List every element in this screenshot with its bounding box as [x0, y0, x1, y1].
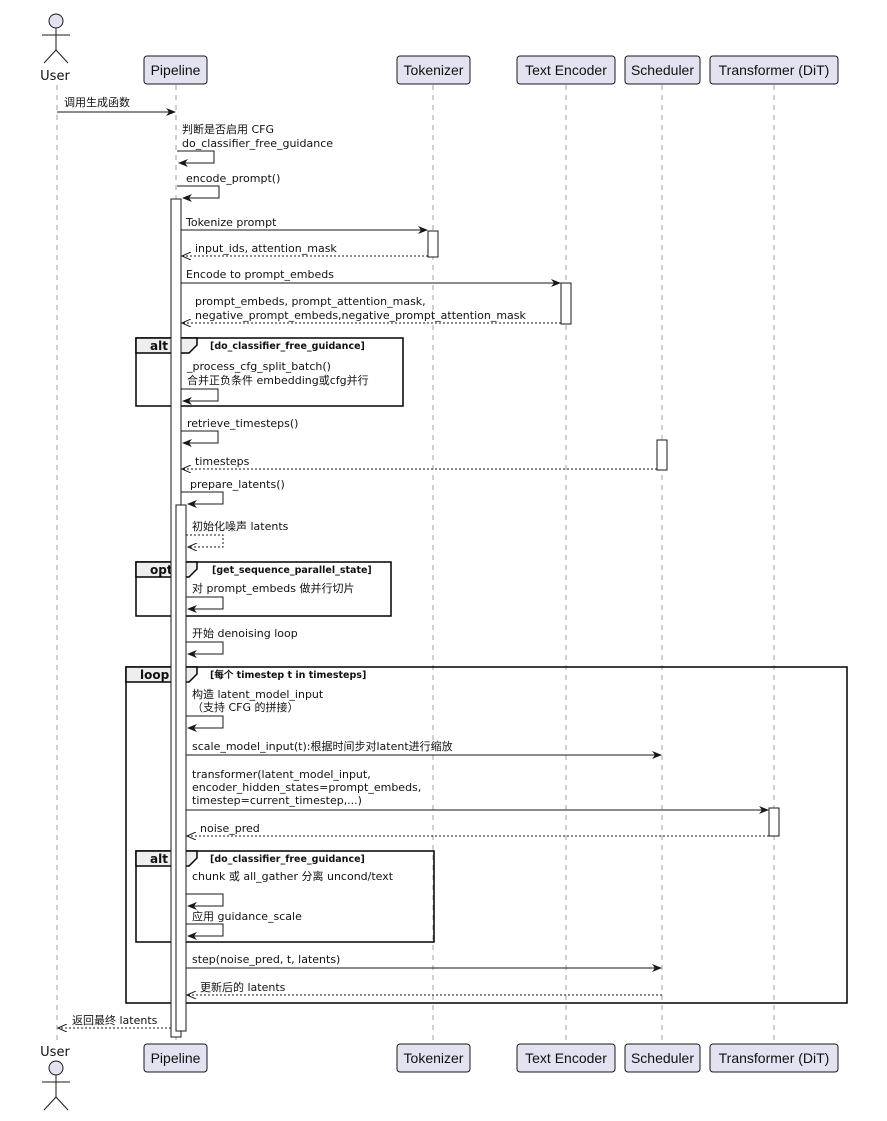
message-label: 开始 denoising loop	[192, 626, 298, 640]
activation-scheduler	[656, 439, 668, 471]
participant-transformer[interactable]: Transformer (DiT)	[709, 55, 839, 85]
participant-label: Transformer (DiT)	[719, 62, 830, 78]
message-label: 更新后的 latents	[200, 980, 286, 994]
message-label: 初始化噪声 latents	[192, 519, 289, 533]
message-label: 对 prompt_embeds 做并行切片	[192, 581, 354, 595]
message-arrow	[181, 430, 219, 447]
participant-pipeline[interactable]: Pipeline	[143, 1043, 208, 1073]
participant-label: Pipeline	[151, 62, 201, 78]
message-label: prepare_latents()	[190, 478, 285, 491]
message-label: 构造 latent_model_input	[192, 687, 324, 701]
participant-label: Tokenizer	[404, 62, 464, 78]
fragment-alt-encode: alt [do_classifier_free_guidance]	[135, 337, 404, 407]
fragment-tag: alt	[150, 339, 168, 353]
message-arrow	[181, 388, 219, 405]
message-arrow	[186, 715, 224, 732]
message-label: 调用生成函数	[64, 95, 130, 109]
message-label: timestep=current_timestep,...)	[192, 794, 362, 807]
message-label: 判断是否启用 CFG	[182, 122, 274, 136]
message-label: encode_prompt()	[186, 172, 280, 185]
participant-label: Scheduler	[631, 62, 694, 78]
participants-top: Pipeline Tokenizer Text Encoder Schedule…	[143, 55, 839, 85]
activation-tokenizer	[427, 230, 439, 258]
message-arrow	[181, 491, 224, 508]
message-label: Encode to prompt_embeds	[186, 268, 334, 281]
activation-pipeline-inner	[175, 504, 187, 1032]
message-label: （支持 CFG 的拼接）	[192, 700, 299, 714]
message-label: negative_prompt_embeds,negative_prompt_a…	[195, 309, 527, 322]
participant-transformer[interactable]: Transformer (DiT)	[709, 1043, 839, 1073]
activation-text-encoder	[560, 282, 572, 325]
fragment-tag: opt	[150, 563, 173, 577]
participant-label: Pipeline	[151, 1050, 201, 1066]
participant-tokenizer[interactable]: Tokenizer	[396, 55, 471, 85]
message-label: prompt_embeds, prompt_attention_mask,	[195, 295, 426, 308]
activation-bars	[170, 198, 780, 1038]
messages	[57, 108, 769, 1028]
actor-label: User	[40, 69, 70, 84]
participant-label: Text Encoder	[525, 1050, 607, 1066]
user-actor-icon	[42, 13, 70, 64]
participant-label: Transformer (DiT)	[719, 1050, 830, 1066]
message-label: do_classifier_free_guidance	[182, 137, 333, 150]
message-label: Tokenize prompt	[185, 216, 277, 229]
message-label: chunk 或 all_gather 分离 uncond/text	[192, 869, 394, 883]
fragment-condition: [do_classifier_free_guidance]	[210, 854, 365, 865]
message-label: noise_pred	[200, 822, 260, 835]
message-arrow	[186, 923, 224, 940]
message-label: retrieve_timesteps()	[187, 417, 298, 430]
activation-transformer	[768, 807, 780, 837]
message-label: 返回最终 latents	[72, 1013, 158, 1027]
message-label: transformer(latent_model_input,	[192, 768, 371, 781]
fragment-tag: loop	[140, 668, 170, 682]
message-arrow	[186, 641, 224, 658]
participant-label: Tokenizer	[404, 1050, 464, 1066]
participant-label: Scheduler	[631, 1050, 694, 1066]
message-label: _process_cfg_split_batch()	[186, 360, 331, 373]
message-arrow	[177, 185, 220, 202]
message-arrow	[177, 150, 215, 167]
message-label: scale_model_input(t):根据时间步对latent进行缩放	[192, 739, 453, 753]
message-arrow	[186, 893, 224, 910]
participant-label: Text Encoder	[525, 62, 607, 78]
participant-scheduler[interactable]: Scheduler	[624, 55, 701, 85]
participant-text-encoder[interactable]: Text Encoder	[516, 55, 616, 85]
participants-bottom: Pipeline Tokenizer Text Encoder Schedule…	[143, 1043, 839, 1073]
actor-user-bottom[interactable]: User	[40, 1045, 70, 1111]
participant-pipeline[interactable]: Pipeline	[143, 55, 208, 85]
actor-label: User	[40, 1045, 70, 1060]
actor-user-top[interactable]: User	[40, 13, 70, 84]
fragment-condition: [get_sequence_parallel_state]	[212, 565, 372, 576]
message-label: timesteps	[195, 455, 250, 468]
fragment-condition: [每个 timestep t in timesteps]	[210, 669, 366, 681]
fragment-condition: [do_classifier_free_guidance]	[210, 341, 365, 352]
participant-scheduler[interactable]: Scheduler	[624, 1043, 701, 1073]
message-label: 合并正负条件 embedding或cfg并行	[187, 373, 369, 387]
participant-tokenizer[interactable]: Tokenizer	[396, 1043, 471, 1073]
message-label: input_ids, attention_mask	[195, 242, 337, 255]
message-label: 应用 guidance_scale	[192, 909, 302, 923]
message-label: step(noise_pred, t, latents)	[192, 953, 340, 966]
message-labels: 调用生成函数 判断是否启用 CFG do_classifier_free_gui…	[64, 95, 527, 1027]
message-arrow	[186, 534, 224, 547]
user-actor-icon	[42, 1060, 70, 1111]
fragment-tag: alt	[150, 852, 168, 866]
message-arrow	[186, 596, 224, 613]
message-label: encoder_hidden_states=prompt_embeds,	[192, 781, 421, 794]
participant-text-encoder[interactable]: Text Encoder	[516, 1043, 616, 1073]
